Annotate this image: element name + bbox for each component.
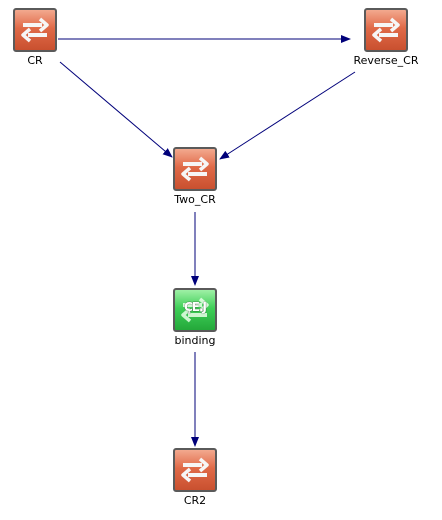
node-label[interactable]: CR2 <box>183 494 207 507</box>
swap-arrows-icon[interactable] <box>173 147 217 191</box>
edge-cr-to-two-cr <box>59 61 173 158</box>
swap-arrows-icon[interactable] <box>173 448 217 492</box>
node-label[interactable]: Reverse_CR <box>353 54 419 67</box>
node-reverse-cr[interactable]: Reverse_CR <box>331 8 441 67</box>
edge-reverse-cr-to-two-cr <box>219 71 356 160</box>
node-label[interactable]: binding <box>174 334 216 347</box>
swap-arrows-icon[interactable]: ÇE.J <box>173 288 217 332</box>
node-label[interactable]: Two_CR <box>174 193 216 206</box>
node-cr2[interactable]: CR2 <box>140 448 250 507</box>
swap-arrows-icon[interactable] <box>364 8 408 52</box>
node-cr[interactable]: CR <box>0 8 90 67</box>
swap-arrows-icon[interactable] <box>13 8 57 52</box>
node-overlay-text: ÇE.J <box>183 300 207 314</box>
node-two-cr[interactable]: Two_CR <box>140 147 250 206</box>
node-binding[interactable]: ÇE.J binding <box>140 288 250 347</box>
node-label[interactable]: CR <box>27 54 43 67</box>
